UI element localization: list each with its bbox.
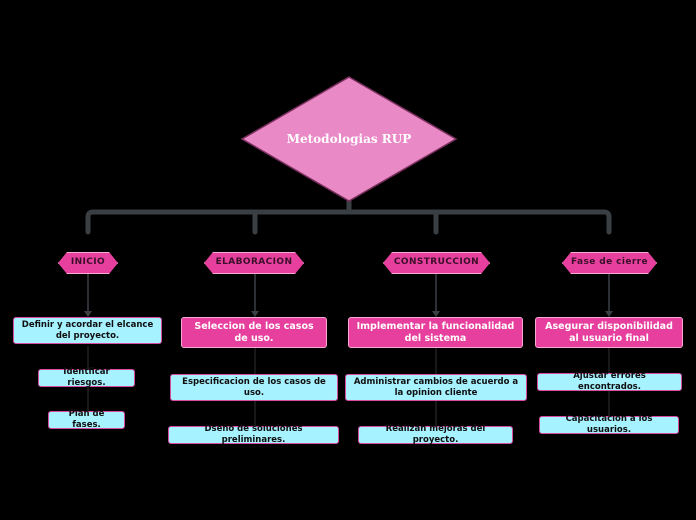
subtopic-inicio-2[interactable]: Plan de fases. <box>48 409 125 430</box>
topic-inicio-main[interactable]: Definir y acordar el elcance del proyect… <box>13 317 162 344</box>
connector-trunk <box>85 209 612 235</box>
phase-inicio[interactable]: INICIO <box>58 252 118 274</box>
subtopic-inicio-1[interactable]: Identficar riesgos. <box>38 367 135 388</box>
root-title[interactable]: Metodologias RUP <box>286 132 412 146</box>
root-diamond-shape <box>240 76 458 202</box>
arrowhead-elaboracion <box>251 311 259 317</box>
subtopic-cierre-2[interactable]: Capacitacion a los usuarios. <box>539 414 679 435</box>
topic-construccion-main[interactable]: Implementar la funcionalidad del sistema <box>348 317 523 348</box>
arrowhead-cierre <box>605 311 613 317</box>
topic-cierre-main[interactable]: Asegurar disponibilidad al usuario final <box>535 317 683 348</box>
topic-elaboracion-main[interactable]: Seleccion de los casos de uso. <box>181 317 327 348</box>
subtopic-cierre-1[interactable]: Ajustar errores encontrados. <box>537 371 682 392</box>
phase-construccion[interactable]: CONSTRUCCION <box>383 252 490 274</box>
subtopic-construccion-2[interactable]: Realizan mejoras del proyecto. <box>358 424 513 445</box>
subtopic-elaboracion-1[interactable]: Especificacion de los casos de uso. <box>170 374 338 401</box>
subtopic-elaboracion-2[interactable]: Dseño de soluciones preliminares. <box>168 424 339 445</box>
arrowhead-construccion <box>432 311 440 317</box>
phase-elaboracion[interactable]: ELABORACION <box>204 252 304 274</box>
phase-fase-de-cierre[interactable]: Fase de cierre <box>562 252 657 274</box>
arrowhead-inicio <box>84 311 92 317</box>
subtopic-construccion-1[interactable]: Administrar cambios de acuerdo a la opin… <box>345 374 527 401</box>
